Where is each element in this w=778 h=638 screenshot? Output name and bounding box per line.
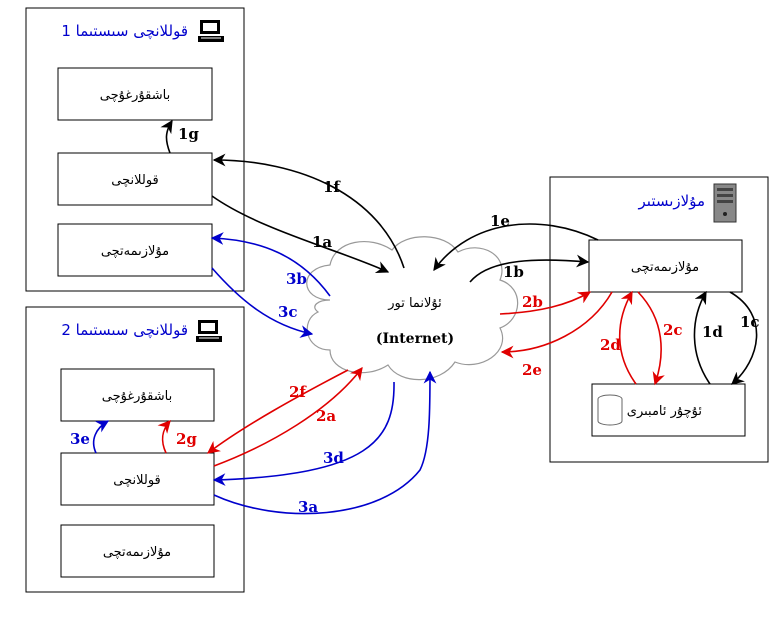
label-1e: 1e [490,212,510,230]
label-3a: 3a [298,498,318,516]
label-3b: 3b [286,270,307,288]
arrow-1b [469,254,590,283]
label-2g: 2g [176,430,197,448]
computer-icon [196,320,222,342]
arrow-3e [92,420,110,454]
label-2c: 2c [663,321,683,339]
s2-client-box [60,452,215,506]
label-1b: 1b [503,263,524,281]
arrow-3c [211,267,314,338]
server-service-box [588,239,743,293]
flow-1-arrows [160,119,758,385]
arrow-labels: 1a 1b 1c 1d 1e 1f 1g 2a 2b 2c 2d 2e 2f 2… [70,125,760,516]
s1-client-label: قوللانچى [111,173,159,188]
arrow-2e [500,291,613,359]
label-2e: 2e [522,361,542,379]
label-3d: 3d [323,449,344,467]
label-2b: 2b [522,293,543,311]
s1-admin-label: باشقۇرغۇچى [100,88,170,103]
database-label: ئۇچۇر ئامبىرى [627,404,702,419]
server-system: مۇلازىستىر مۇلازىمەتچى ئۇچۇر ئامبىرى [549,176,769,463]
client-system-1-title: قوللانچى سىستىما 1 [61,22,188,40]
arrow-2b [499,291,592,315]
s1-admin-box [57,67,213,121]
label-2d: 2d [600,336,621,354]
label-1a: 1a [312,233,332,251]
server-service-label: مۇلازىمەتچى [631,260,699,275]
s2-admin-box [60,368,215,422]
flow-3-arrows [92,232,437,515]
server-tower-icon [713,183,737,223]
s2-client-label: قوللانچى [113,473,161,488]
arrow-1c [729,291,758,385]
internet-cloud: ئۇلانما تور (Internet) [306,236,519,381]
s2-server-box [60,524,215,578]
label-3c: 3c [278,303,298,321]
label-2f: 2f [289,383,307,401]
cloud-sublabel: (Internet) [376,331,454,347]
arrow-3a [213,370,437,515]
arrow-1d [693,290,711,385]
arrow-2a [213,366,363,467]
label-1d: 1d [702,323,723,341]
flow-2-arrows [157,290,665,467]
s1-server-box [57,223,213,277]
computer-icon [198,20,224,42]
s2-admin-label: باشقۇرغۇچى [102,389,172,404]
label-3e: 3e [70,430,90,448]
arrow-1e [433,223,599,272]
s2-server-label: مۇلازىمەتچى [103,545,171,560]
arrow-1f [212,153,405,269]
arrow-1g [160,119,173,154]
server-title: مۇلازىستىر [638,192,705,210]
arrow-2f [206,369,349,454]
arrow-2d [618,290,637,385]
client-system-2-title: قوللانچى سىستىما 2 [61,321,188,339]
arrow-3d [212,381,395,487]
cloud-label: ئۇلانما تور [387,296,442,311]
arrow-2c [637,291,665,386]
arrow-1a [211,195,390,274]
client-system-2: قوللانچى سىستىما 2 باشقۇرغۇچى قوللانچى م… [25,306,245,593]
s1-client-box [57,152,213,206]
cloud-shape [306,236,519,381]
label-1f: 1f [323,178,341,196]
s1-server-label: مۇلازىمەتچى [101,244,169,259]
label-2a: 2a [316,407,336,425]
label-1g: 1g [178,125,199,143]
label-1c: 1c [740,313,760,331]
arrow-2g [157,420,171,454]
arrow-3b [210,232,331,297]
client-system-1: قوللانچى سىستىما 1 باشقۇرغۇچى قوللانچى م… [25,7,245,292]
database-icon [597,394,623,426]
